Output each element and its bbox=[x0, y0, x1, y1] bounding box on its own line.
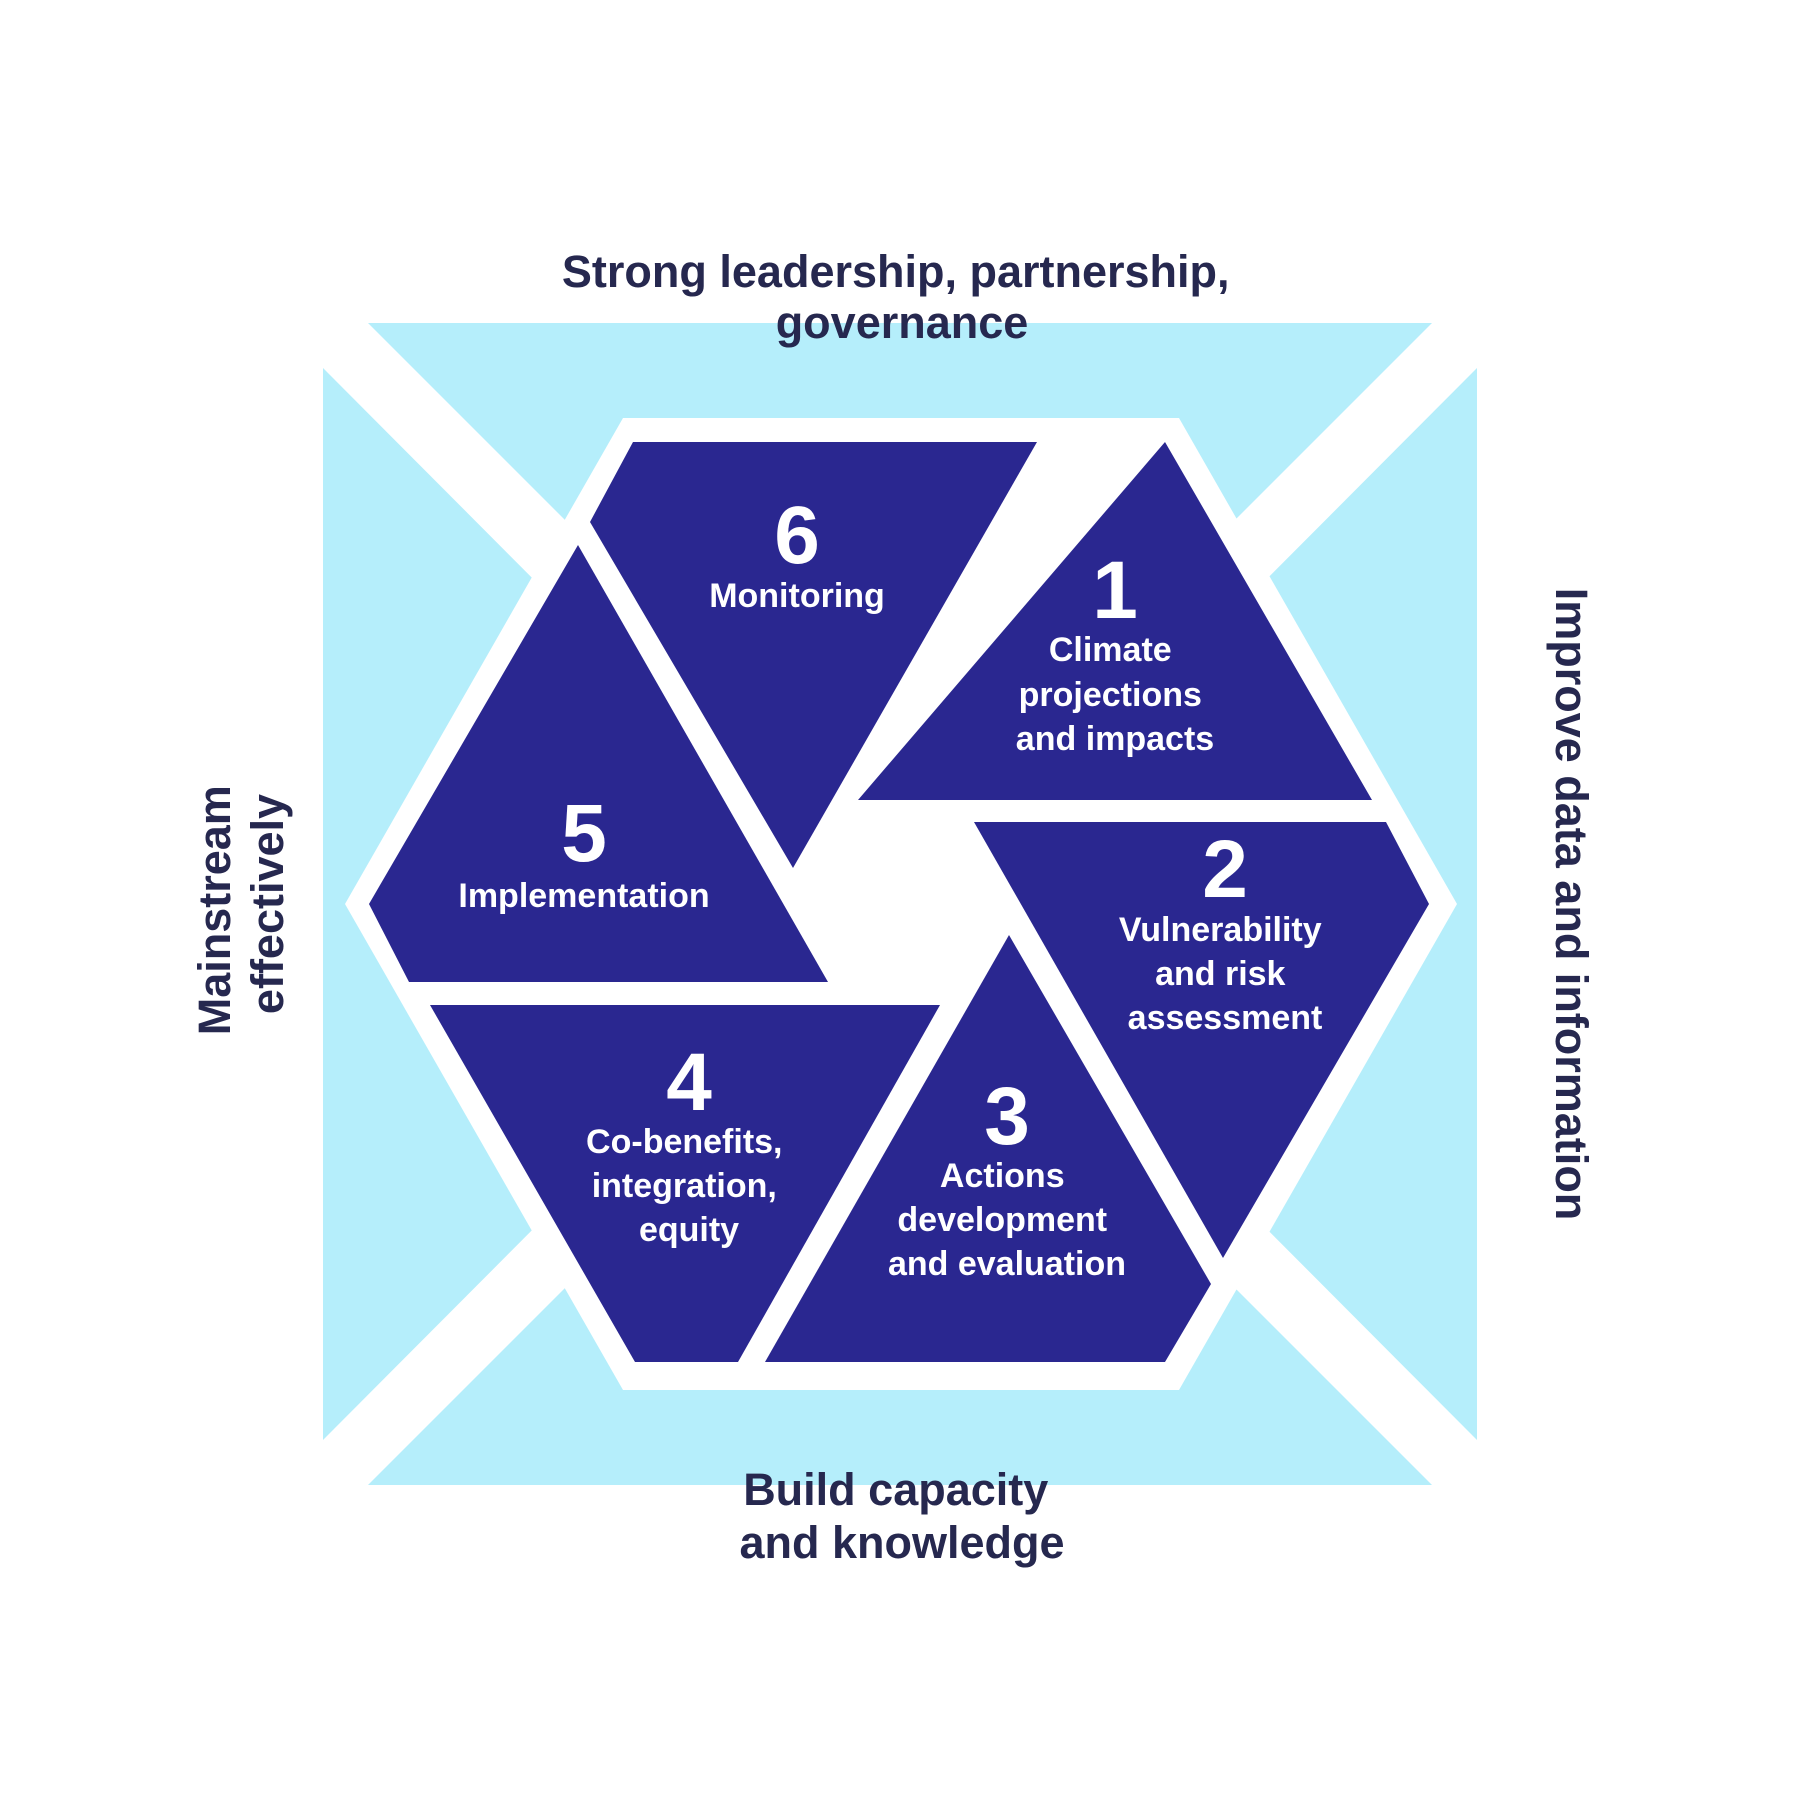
step-number: 2 bbox=[1202, 824, 1248, 915]
segment-2-vulnerability bbox=[974, 822, 1429, 1258]
step-label: Co-benefits, integration, equity bbox=[586, 1123, 792, 1249]
step-number: 6 bbox=[774, 490, 820, 581]
step-label: Climate projections and impacts bbox=[1016, 631, 1214, 758]
step-number: 5 bbox=[561, 788, 607, 879]
step-label-line: and risk bbox=[1155, 955, 1285, 993]
segment-4-co-benefits bbox=[430, 1005, 940, 1362]
step-5: 5 Implementation bbox=[458, 788, 709, 915]
ring-label-left-line: Mainstream bbox=[189, 785, 240, 1035]
ring-label-left-line: effectively bbox=[242, 794, 293, 1014]
ring-label-top-line: Strong leadership, partnership, bbox=[562, 246, 1230, 297]
step-label-line: Monitoring bbox=[709, 577, 885, 615]
step-label: Monitoring bbox=[709, 577, 885, 615]
step-label-line: Vulnerability bbox=[1119, 911, 1322, 949]
step-2: 2 Vulnerability and risk assessment bbox=[1119, 824, 1331, 1037]
step-label-line: projections bbox=[1019, 676, 1202, 714]
step-label-line: equity bbox=[639, 1211, 739, 1249]
ring-label-top-line: governance bbox=[776, 297, 1029, 348]
step-number: 4 bbox=[666, 1037, 712, 1128]
ring-label-right: Improve data and information bbox=[1546, 588, 1597, 1221]
step-1: 1 Climate projections and impacts bbox=[1016, 545, 1214, 758]
step-6: 6 Monitoring bbox=[709, 490, 885, 615]
hexagon-segments bbox=[369, 442, 1429, 1362]
step-label-line: Climate bbox=[1049, 631, 1172, 669]
step-number: 1 bbox=[1092, 545, 1138, 636]
ring-label-bottom: Build capacity and knowledge bbox=[739, 1464, 1064, 1568]
step-label: Implementation bbox=[458, 877, 709, 915]
step-label-line: assessment bbox=[1128, 999, 1323, 1037]
step-4: 4 Co-benefits, integration, equity bbox=[586, 1037, 792, 1249]
ring-label-top: Strong leadership, partnership, governan… bbox=[562, 246, 1242, 348]
segment-1-climate-projections bbox=[858, 442, 1372, 800]
step-number: 3 bbox=[984, 1071, 1030, 1162]
segment-6-monitoring bbox=[590, 442, 1037, 868]
step-label-line: Actions bbox=[940, 1157, 1065, 1195]
step-label-line: and evaluation bbox=[888, 1245, 1126, 1283]
step-label-line: and impacts bbox=[1016, 720, 1214, 758]
step-label-line: integration, bbox=[592, 1167, 777, 1205]
step-label-line: Implementation bbox=[458, 877, 709, 915]
ring-label-right-line: Improve data and information bbox=[1546, 588, 1597, 1221]
step-3: 3 Actions development and evaluation bbox=[888, 1071, 1126, 1283]
step-label-line: Co-benefits, bbox=[586, 1123, 782, 1161]
ring-label-left: Mainstream effectively bbox=[189, 773, 293, 1036]
ring-label-bottom-line: and knowledge bbox=[739, 1517, 1064, 1568]
ring-label-bottom-line: Build capacity bbox=[743, 1464, 1048, 1515]
segment-3-actions bbox=[765, 935, 1211, 1362]
step-label: Vulnerability and risk assessment bbox=[1119, 911, 1331, 1037]
step-label: Actions development and evaluation bbox=[888, 1157, 1126, 1283]
segment-5-implementation bbox=[369, 545, 828, 982]
step-label-line: development bbox=[897, 1201, 1107, 1239]
